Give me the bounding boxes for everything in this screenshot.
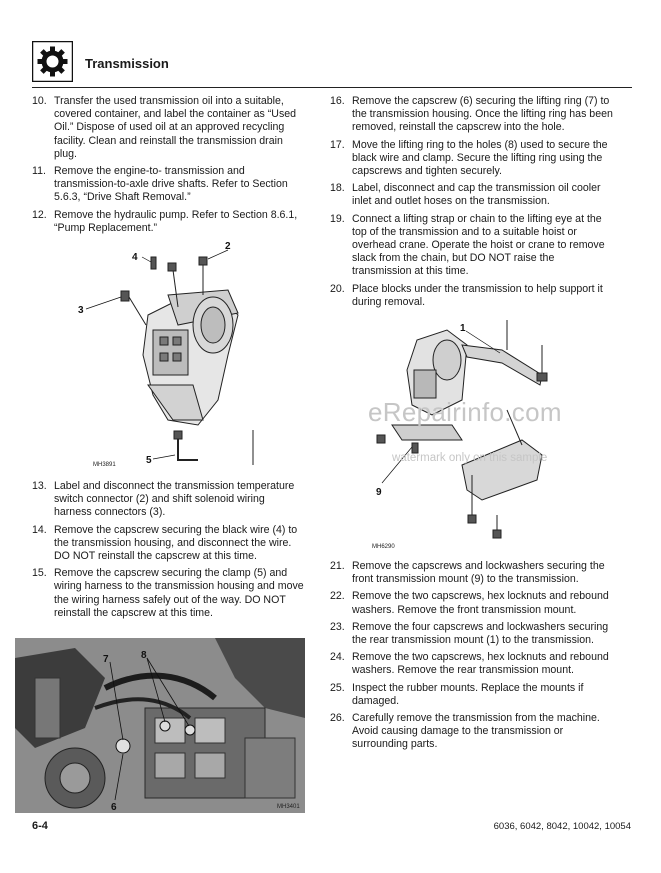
step-item: 12. Remove the hydraulic pump. Refer to S… (32, 209, 304, 235)
step-number: 22. (330, 590, 345, 603)
step-number: 11. (32, 165, 46, 178)
left-steps-list-2: 13. Label and disconnect the transmission… (32, 480, 304, 620)
right-steps-list: 16. Remove the capscrew (6) securing the … (330, 95, 615, 309)
step-item: 10. Transfer the used transmission oil in… (32, 95, 304, 161)
photo-illustration (15, 638, 305, 809)
step-number: 18. (330, 182, 345, 195)
left-steps-list: 10. Transfer the used transmission oil in… (32, 95, 304, 235)
step-number: 24. (330, 651, 345, 664)
step-text: Transfer the used transmission oil into … (54, 95, 297, 160)
step-text: Remove the engine-to- transmission and t… (54, 165, 288, 204)
figure-callouts: 2 3 4 5 MH3891 (78, 241, 231, 468)
figure-transmission-connectors: 2 3 4 5 MH3891 (78, 235, 278, 475)
callout-6: 6 (111, 802, 117, 813)
page-number: 6-4 (32, 820, 48, 832)
left-column-lower: 13. Label and disconnect the transmission… (32, 480, 304, 624)
step-number: 20. (330, 282, 345, 295)
step-item: 13. Label and disconnect the transmission… (32, 480, 304, 520)
step-number: 16. (330, 95, 345, 107)
figure-transmission-mounts: 1 9 MH6290 (372, 315, 592, 555)
header-rule (32, 87, 632, 88)
step-text: Remove the capscrew securing the black w… (54, 523, 298, 563)
page-title: Transmission (85, 56, 169, 71)
watermark-text: eRepairinfo.com (368, 397, 562, 427)
figure-callouts: 6 7 8 MH3401 (103, 650, 300, 813)
step-number: 14. (32, 523, 47, 536)
step-item: 16. Remove the capscrew (6) securing the … (330, 95, 615, 135)
figure-tag: MH3891 (93, 462, 116, 468)
step-text: Remove the four capscrews and lockwasher… (352, 620, 609, 647)
step-item: 21. Remove the capscrews and lockwashers … (330, 560, 615, 586)
left-column: 10. Transfer the used transmission oil in… (32, 95, 304, 239)
step-number: 15. (32, 567, 47, 580)
step-number: 13. (32, 480, 47, 492)
step-text: Label and disconnect the transmission te… (54, 480, 295, 519)
right-column-lower: 21. Remove the capscrews and lockwashers … (330, 560, 615, 756)
step-number: 26. (330, 712, 345, 725)
callout-2: 2 (225, 241, 231, 252)
callout-5: 5 (146, 455, 152, 466)
model-list: 6036, 6042, 8042, 10042, 10054 (493, 821, 631, 832)
step-number: 21. (330, 560, 345, 572)
step-item: 14. Remove the capscrew securing the blac… (32, 524, 304, 564)
step-text: Move the lifting ring to the holes (8) u… (352, 138, 608, 178)
step-text: Label, disconnect and cap the transmissi… (352, 182, 601, 208)
step-item: 17. Move the lifting ring to the holes (8… (330, 139, 615, 179)
step-item: 11. Remove the engine-to- transmission an… (32, 165, 304, 205)
callout-8: 8 (141, 650, 147, 661)
callout-7: 7 (103, 654, 109, 665)
transmission-illustration (120, 256, 254, 465)
step-text: Carefully remove the transmission from t… (352, 712, 600, 751)
step-text: Remove the two capscrews, hex locknuts a… (352, 590, 609, 616)
step-text: Remove the capscrew (6) securing the lif… (352, 95, 613, 134)
right-column: 16. Remove the capscrew (6) securing the … (330, 95, 615, 313)
step-number: 17. (330, 138, 345, 151)
step-text: Remove the two capscrews, hex locknuts a… (352, 651, 609, 677)
callout-4: 4 (132, 252, 138, 263)
right-steps-list-2: 21. Remove the capscrews and lockwashers … (330, 560, 615, 752)
step-number: 25. (330, 681, 345, 694)
step-item: 19. Connect a lifting strap or chain to t… (330, 213, 615, 279)
step-item: 26. Carefully remove the transmission fro… (330, 712, 615, 752)
step-item: 15. Remove the capscrew securing the clam… (32, 567, 304, 620)
step-text: Remove the capscrew securing the clamp (… (54, 567, 304, 619)
step-number: 10. (32, 95, 47, 107)
step-text: Place blocks under the transmission to h… (352, 282, 603, 308)
step-text: Remove the capscrews and lockwashers sec… (352, 560, 605, 586)
mount-illustration (376, 320, 548, 539)
step-text: Remove the hydraulic pump. Refer to Sect… (54, 208, 298, 234)
callout-9: 9 (376, 487, 382, 498)
gear-icon (31, 40, 74, 83)
step-item: 20. Place blocks under the transmission t… (330, 283, 615, 309)
step-number: 23. (330, 620, 345, 633)
figure-lifting-ring-photo: 6 7 8 MH3401 (15, 638, 305, 813)
step-item: 18. Label, disconnect and cap the transmi… (330, 182, 615, 208)
step-item: 24. Remove the two capscrews, hex locknut… (330, 651, 615, 677)
step-number: 19. (330, 212, 345, 225)
watermark-subtext: watermark only on this sample (392, 452, 548, 464)
figure-callouts: 1 9 MH6290 (372, 323, 501, 550)
step-item: 23. Remove the four capscrews and lockwas… (330, 621, 615, 647)
figure-tag: MH6290 (372, 544, 395, 550)
step-number: 12. (32, 208, 47, 221)
step-text: Inspect the rubber mounts. Replace the m… (352, 681, 584, 707)
figure-tag: MH3401 (277, 804, 300, 810)
step-text: Connect a lifting strap or chain to the … (352, 212, 605, 278)
step-item: 25. Inspect the rubber mounts. Replace th… (330, 682, 615, 708)
callout-1: 1 (460, 323, 466, 334)
step-item: 22. Remove the two capscrews, hex locknut… (330, 590, 615, 616)
callout-3: 3 (78, 305, 84, 316)
